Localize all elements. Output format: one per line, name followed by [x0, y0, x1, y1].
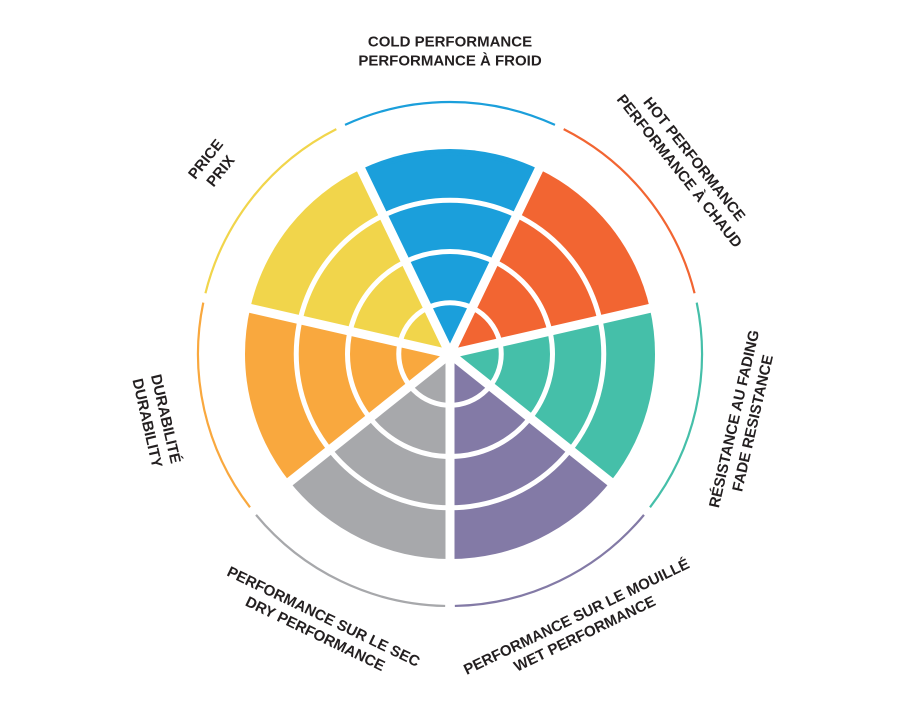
outer-arc-ring [196, 100, 704, 608]
outer-arc-cold [344, 100, 556, 126]
label-wet-1: PERFORMANCE SUR LE MOUILLÉ [461, 556, 692, 679]
wedge-group [243, 149, 657, 565]
separator-line [447, 350, 618, 490]
label-hot-1: HOT PERFORMANCE [640, 94, 749, 224]
outer-arc-hot [563, 128, 696, 294]
label-cold-1: COLD PERFORMANCE [368, 33, 532, 50]
wedge-hot [450, 169, 650, 354]
outer-arc-dry [255, 514, 446, 608]
label-hot-2: PERFORMANCE À CHAUD [613, 91, 745, 251]
outer-arc-wet [454, 514, 645, 608]
wedge-dry [289, 354, 450, 559]
outer-arc-price [204, 128, 337, 294]
label-cold-2: PERFORMANCE À FROID [358, 52, 542, 69]
wedge-wet [450, 354, 611, 559]
outer-arc-durability [196, 302, 251, 508]
label-dry-1: PERFORMANCE SUR LE SEC [224, 563, 422, 670]
separator-line [448, 302, 657, 359]
outer-arc-fade [649, 302, 704, 508]
separator-line [282, 350, 453, 490]
inner-arc-marker [378, 152, 522, 168]
separator-line [243, 302, 452, 359]
wedge-price [250, 169, 450, 354]
inner-arc-cold [378, 152, 522, 168]
separator-line [354, 161, 455, 356]
separator-line [445, 161, 546, 356]
